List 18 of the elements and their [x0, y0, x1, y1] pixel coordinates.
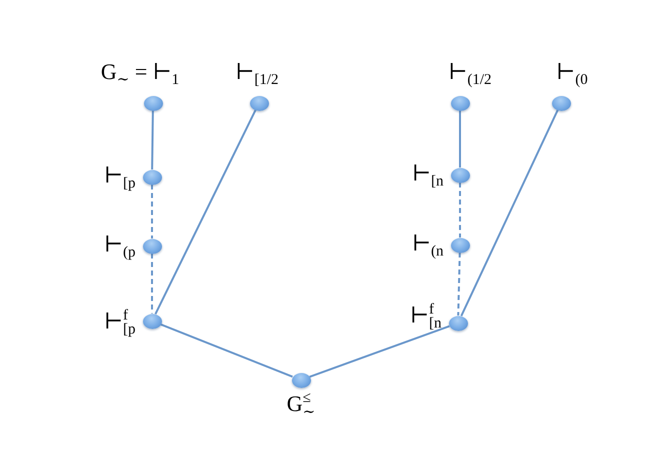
node-label: ⊢$_{(1/2}$ — [448, 58, 492, 88]
connector-line — [151, 110, 154, 170]
dashed-connector-line — [459, 182, 461, 238]
dashed-connector-line — [151, 184, 153, 238]
connector-line — [459, 110, 461, 168]
connector-line — [309, 325, 450, 378]
node-label: ⊢$_{[p}$ — [104, 162, 136, 192]
dashed-connector-line — [457, 252, 461, 316]
node-label: ⊢$_{(p}$ — [104, 231, 136, 261]
node-label: ⊢$_{[1/2}$ — [235, 58, 279, 88]
connector-line — [160, 323, 293, 378]
node-label: ⊢$_{(n}$ — [412, 230, 444, 260]
node-label: ⊢$_{(0}$ — [556, 58, 588, 88]
node-label: G$_{∼}$ = ⊢$_{1}$ — [100, 58, 180, 88]
dashed-connector-line — [151, 254, 153, 314]
connector-line — [460, 110, 559, 316]
node-label: ⊢$_{[n}$ — [412, 160, 444, 190]
connector-line — [154, 110, 256, 314]
